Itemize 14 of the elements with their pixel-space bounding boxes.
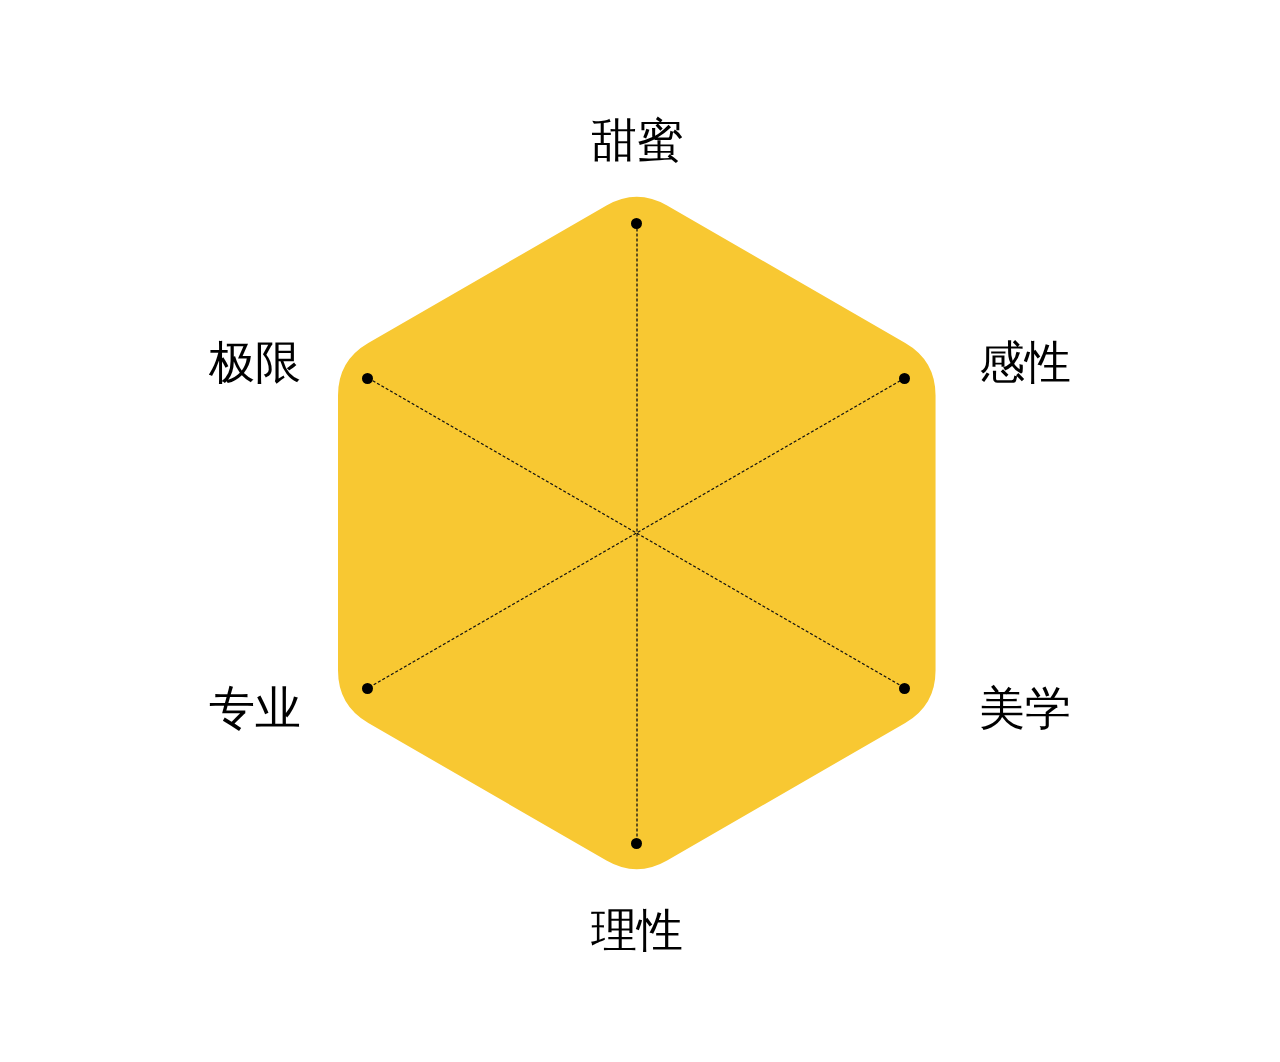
dot-icon <box>362 682 374 694</box>
axis-label: 美学 <box>979 685 1071 731</box>
dot-icon <box>899 682 911 694</box>
dotted-line <box>636 227 638 839</box>
dotted-line-cross <box>372 380 901 686</box>
axis-label: 专业 <box>209 685 301 731</box>
axis-label: 感性 <box>979 339 1071 385</box>
dot-icon <box>631 217 643 229</box>
dot-icon <box>362 372 374 384</box>
dot-icon <box>631 837 643 849</box>
axis-label: 极限 <box>209 339 301 385</box>
axis-label: 甜蜜 <box>591 117 683 163</box>
dot-icon <box>899 372 911 384</box>
axis-label: 理性 <box>591 907 683 953</box>
